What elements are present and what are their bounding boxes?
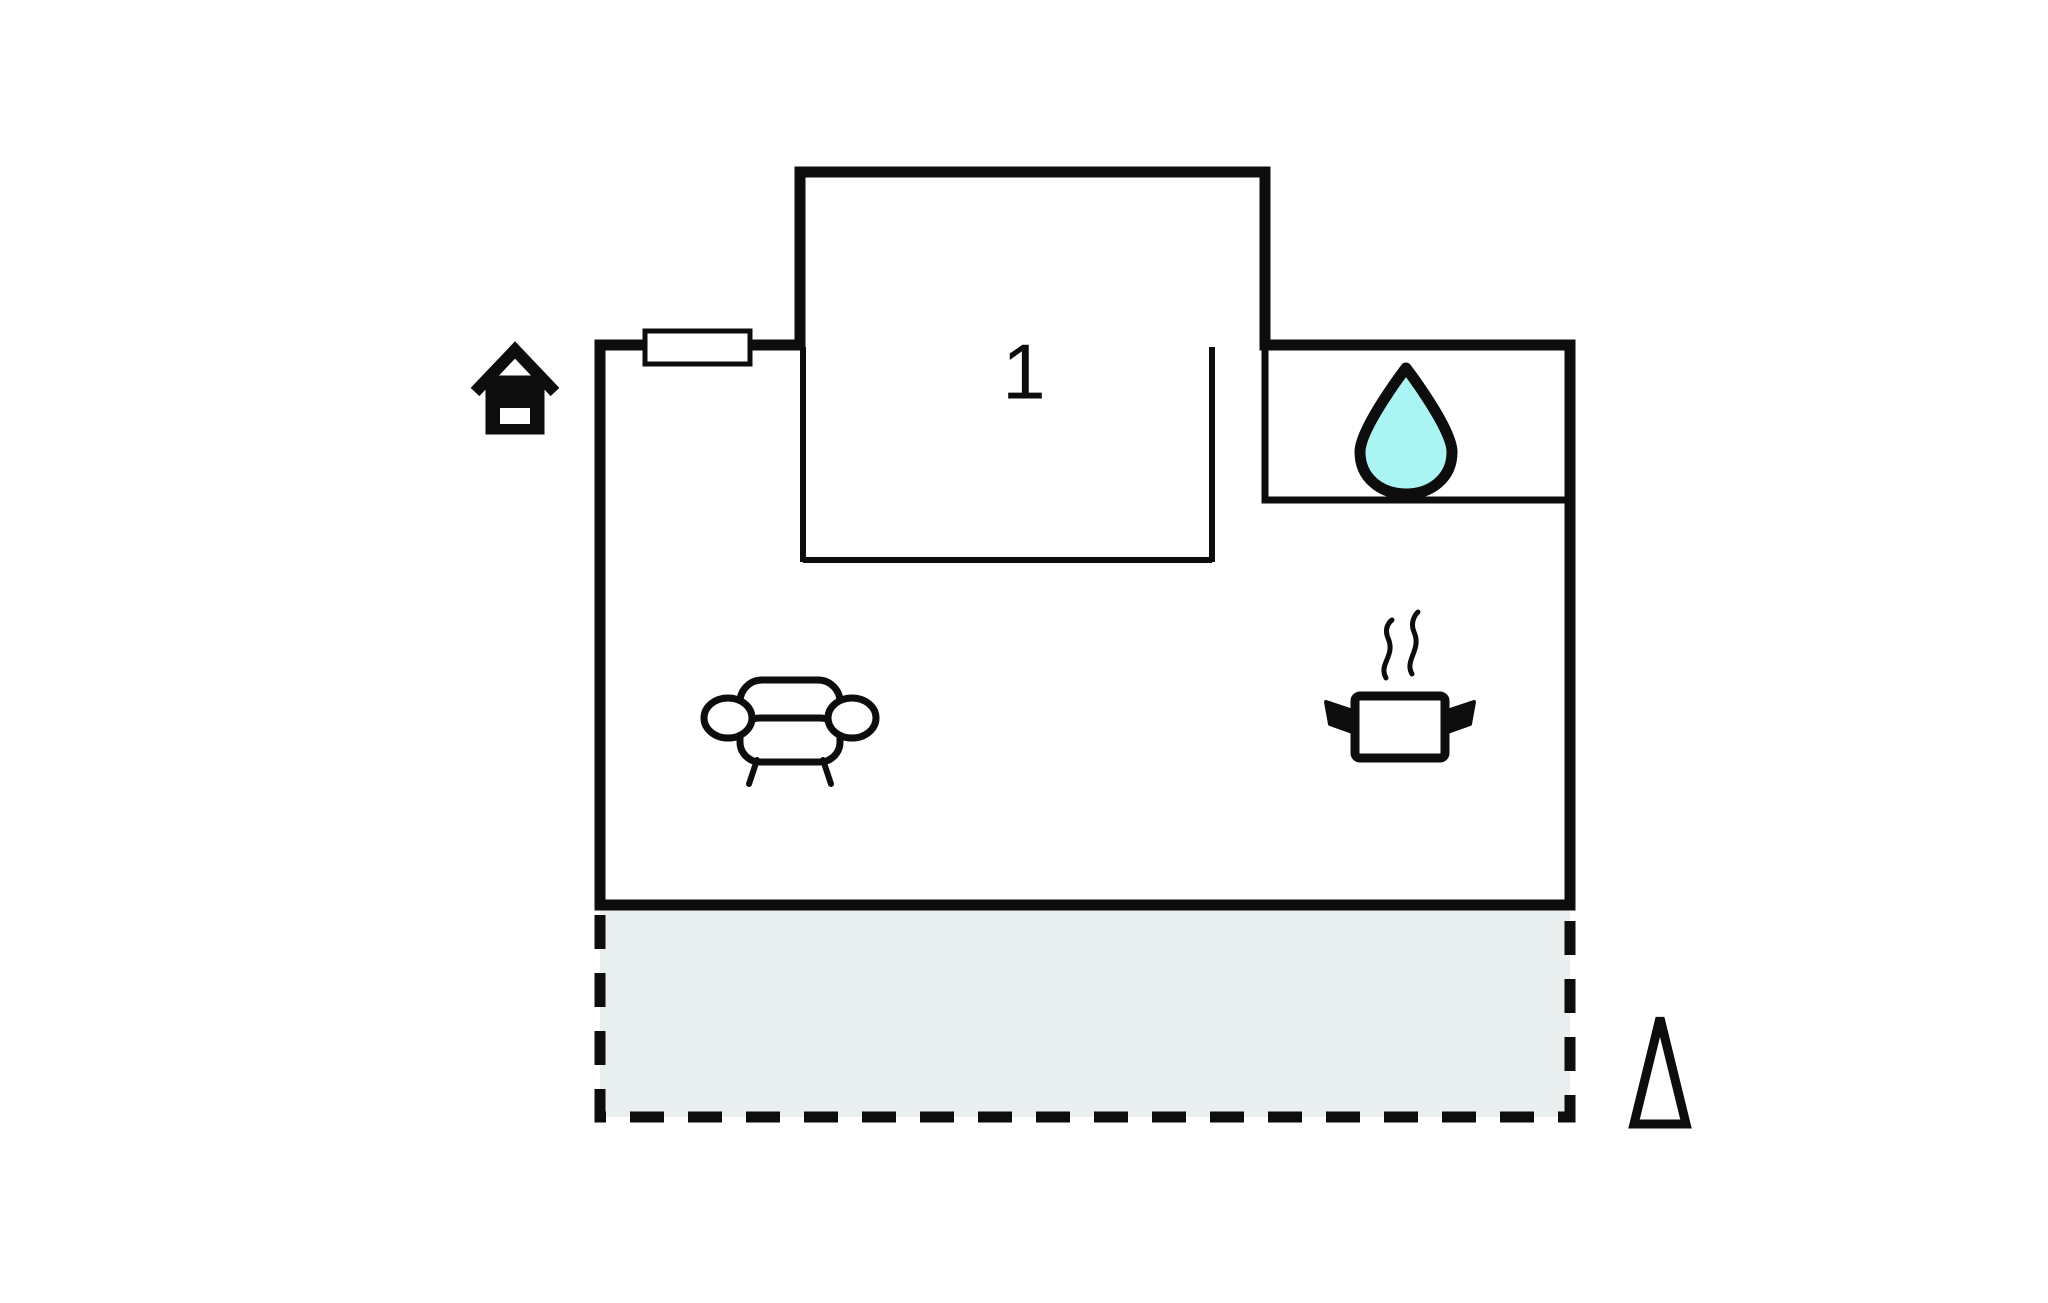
pot-body <box>1350 691 1450 763</box>
north-arrow-triangle <box>1628 1016 1692 1129</box>
pot-steam-left <box>1381 617 1395 681</box>
water-drop-icon[interactable] <box>1354 362 1458 500</box>
exterior-wall-path <box>594 166 1576 911</box>
sofa-left-armrest <box>700 694 756 742</box>
bathroom-wall-path <box>1261 347 1568 504</box>
house-door-inset <box>496 404 534 428</box>
water-drop-shape <box>1354 362 1458 500</box>
room-1-walls <box>800 347 1215 563</box>
cooking-pot-icon[interactable] <box>1324 609 1476 763</box>
pot-steam-right <box>1407 609 1421 677</box>
sofa-left-leg <box>746 757 760 787</box>
terrace-area[interactable] <box>594 899 1576 1123</box>
apartment-exterior-walls <box>594 166 1576 911</box>
room-1-number-label: 1 <box>1002 328 1045 416</box>
north-arrow-icon[interactable] <box>1628 1016 1692 1129</box>
door-symbol-rect <box>642 328 753 367</box>
sofa-icon[interactable] <box>700 676 880 787</box>
sofa-seat <box>736 714 844 766</box>
sofa-right-leg <box>820 757 834 787</box>
bathroom-walls <box>1261 347 1568 504</box>
door-symbol[interactable] <box>642 328 753 367</box>
terrace-fill <box>600 905 1570 1117</box>
house-entrance-icon[interactable] <box>470 341 560 435</box>
sofa-right-armrest <box>824 694 880 742</box>
